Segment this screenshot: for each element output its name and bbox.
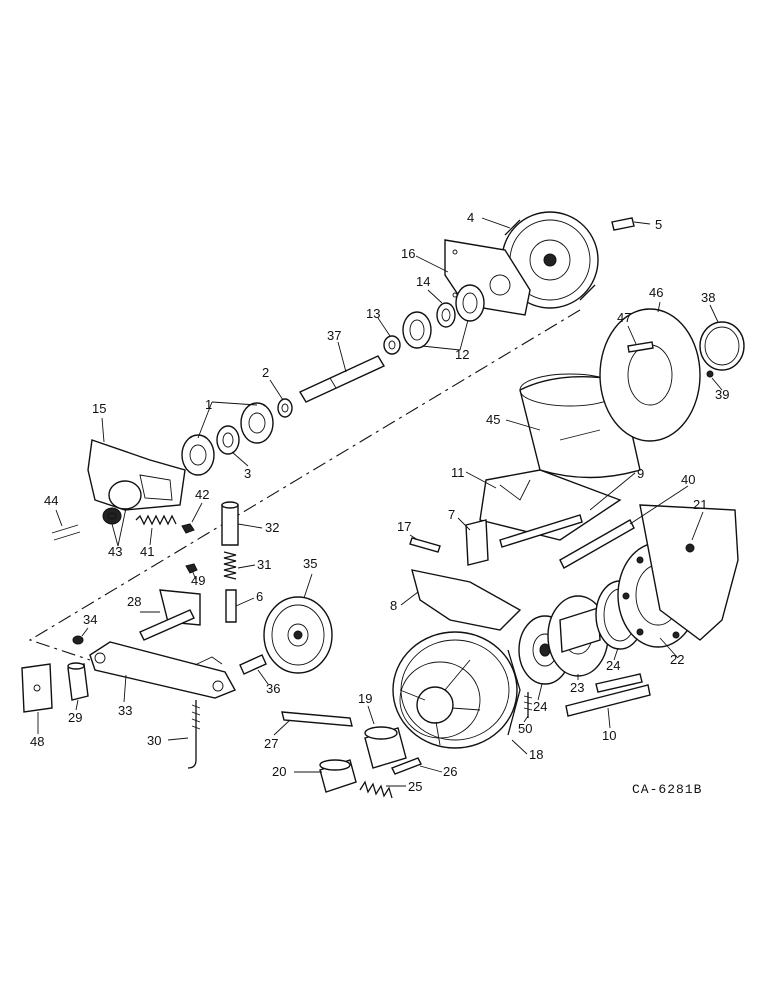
label-25: 25	[408, 779, 422, 794]
label-21: 21	[693, 497, 707, 512]
part-32-sleeve	[221, 501, 239, 546]
label-24a: 24	[533, 699, 547, 714]
part-labels: 1 2 3 4 5 6 7 8 9 10 11 12 13 14 15 16 1…	[30, 210, 729, 794]
part-46-disc	[599, 308, 701, 442]
part-28-arm	[139, 589, 201, 641]
label-14: 14	[416, 274, 430, 289]
part-49-nut	[185, 563, 198, 574]
part-17-bar	[409, 537, 441, 553]
part-6-pin	[225, 589, 237, 623]
part-7-tube	[465, 519, 489, 566]
part-35-pulley	[263, 596, 333, 674]
part-9-strap	[499, 514, 583, 548]
part-18-drive-hub	[392, 631, 521, 749]
label-43: 43	[108, 544, 122, 559]
part-33-lever	[89, 641, 236, 699]
label-5: 5	[655, 217, 662, 232]
label-42: 42	[195, 487, 209, 502]
label-19: 19	[358, 691, 372, 706]
part-27-key	[281, 711, 353, 727]
drawing-reference: CA-6281B	[632, 782, 702, 797]
label-47: 47	[617, 310, 631, 325]
part-39-screw	[706, 370, 714, 378]
label-6: 6	[256, 589, 263, 604]
label-7: 7	[448, 507, 455, 522]
label-9: 9	[637, 466, 644, 481]
label-31: 31	[257, 557, 271, 572]
part-29-bushing	[67, 662, 89, 701]
label-26: 26	[443, 764, 457, 779]
label-16: 16	[401, 246, 415, 261]
part-12-flange-pair	[402, 284, 485, 349]
leader-lines	[37, 217, 723, 787]
part-48-plate	[21, 663, 53, 713]
part-8-frame-plate	[411, 569, 522, 631]
label-44: 44	[44, 493, 58, 508]
part-42-nut	[181, 523, 195, 534]
label-33: 33	[118, 703, 132, 718]
label-3: 3	[244, 466, 251, 481]
part-43-coupler	[102, 480, 142, 525]
label-27: 27	[264, 736, 278, 751]
part-36-spacer	[239, 654, 267, 675]
part-26-pin	[391, 757, 422, 775]
part-20-bushing	[319, 759, 357, 793]
label-8: 8	[390, 598, 397, 613]
label-45: 45	[486, 412, 500, 427]
part-2-collar	[277, 398, 293, 418]
label-24b: 24	[606, 658, 620, 673]
part-44-bolts	[51, 524, 81, 541]
part-19-bushing	[364, 726, 407, 769]
label-4: 4	[467, 210, 474, 225]
part-38-ring-clamp	[699, 321, 745, 371]
part-30-bolt	[187, 700, 201, 769]
label-46: 46	[649, 285, 663, 300]
part-3-bearing	[216, 425, 240, 455]
center-line	[28, 309, 581, 661]
label-32: 32	[265, 520, 279, 535]
label-40: 40	[681, 472, 695, 487]
part-10-bracket	[565, 673, 651, 717]
label-36: 36	[266, 681, 280, 696]
label-41: 41	[140, 544, 154, 559]
part-31-spring	[223, 551, 237, 580]
label-10: 10	[602, 728, 616, 743]
label-48: 48	[30, 734, 44, 749]
label-34: 34	[83, 612, 97, 627]
part-5-pin	[611, 217, 635, 231]
part-21-housing	[639, 504, 739, 641]
label-17: 17	[397, 519, 411, 534]
label-29: 29	[68, 710, 82, 725]
label-35: 35	[303, 556, 317, 571]
label-20: 20	[272, 764, 286, 779]
part-47-slot	[627, 341, 654, 353]
label-11: 11	[451, 465, 465, 480]
part-14-bearing	[436, 302, 456, 328]
part-13-collar	[383, 335, 401, 355]
part-37-shaft	[298, 355, 386, 403]
label-30: 30	[147, 733, 161, 748]
part-50-bolt	[523, 692, 533, 718]
label-15: 15	[92, 401, 106, 416]
label-23: 23	[570, 680, 584, 695]
part-34-bolt	[72, 635, 84, 645]
label-1: 1	[205, 397, 212, 412]
label-49: 49	[191, 573, 205, 588]
label-38: 38	[701, 290, 715, 305]
label-12: 12	[455, 347, 469, 362]
label-22: 22	[670, 652, 684, 667]
label-13: 13	[366, 306, 380, 321]
label-39: 39	[715, 387, 729, 402]
label-37: 37	[327, 328, 341, 343]
part-25-spring	[359, 780, 393, 799]
label-50: 50	[518, 721, 532, 736]
part-40-strap	[559, 519, 635, 569]
part-11-frame	[479, 469, 622, 541]
part-1-flange-pair	[181, 402, 274, 476]
label-18: 18	[529, 747, 543, 762]
label-28: 28	[127, 594, 141, 609]
part-41-spring	[135, 514, 177, 526]
label-2: 2	[262, 365, 269, 380]
